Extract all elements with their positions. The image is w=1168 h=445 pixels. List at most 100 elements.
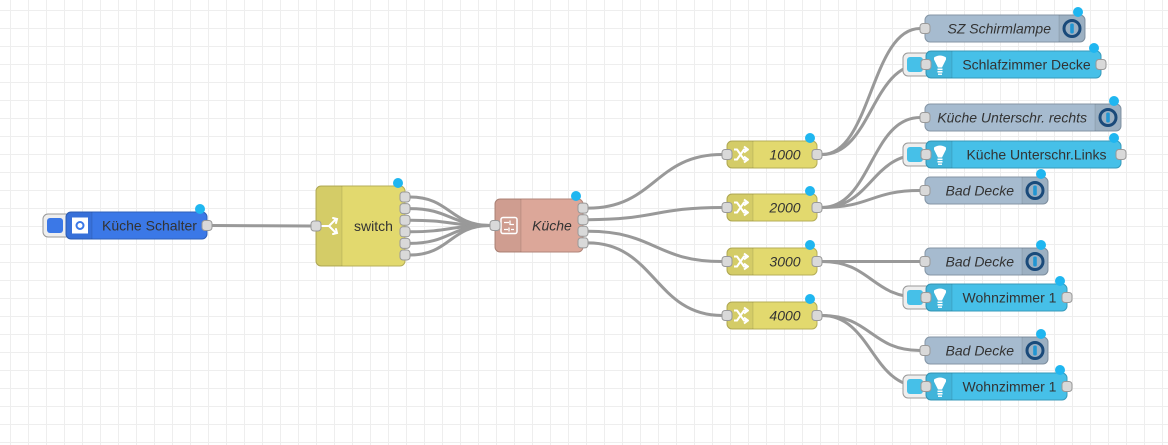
- output-port[interactable]: [1061, 381, 1073, 392]
- input-port[interactable]: [919, 256, 931, 267]
- changed-indicator-dot: [805, 240, 815, 250]
- input-port[interactable]: [919, 185, 931, 196]
- node-change[interactable]: 4000: [721, 294, 823, 330]
- node-label: switch: [354, 218, 393, 234]
- node-subflow[interactable]: Küche: [489, 191, 589, 253]
- output-port[interactable]: [399, 249, 411, 261]
- wire[interactable]: [821, 116, 921, 209]
- iobroker-icon: [1098, 108, 1118, 127]
- changed-indicator-dot: [195, 204, 205, 214]
- bulb-icon: [934, 55, 946, 75]
- output-port[interactable]: [201, 220, 213, 231]
- node-label: SZ Schirmlampe: [948, 21, 1052, 37]
- input-port[interactable]: [920, 59, 932, 70]
- output-port[interactable]: [399, 237, 411, 249]
- wire[interactable]: [211, 224, 312, 228]
- output-port[interactable]: [399, 203, 411, 215]
- node-switch[interactable]: switch: [310, 178, 411, 267]
- node-label: Küche: [532, 218, 572, 234]
- wire[interactable]: [821, 27, 921, 156]
- wire[interactable]: [587, 229, 723, 263]
- wire[interactable]: [821, 63, 922, 156]
- node-iobroker-out[interactable]: Bad Decke: [919, 169, 1049, 205]
- changed-indicator-dot: [1109, 96, 1119, 106]
- output-port[interactable]: [577, 225, 589, 237]
- node-iobroker-out[interactable]: Küche Unterschr. rechts: [919, 96, 1122, 132]
- changed-indicator-dot: [1055, 276, 1065, 286]
- node-label: Küche Unterschr.Links: [966, 147, 1106, 163]
- node-hue-light[interactable]: Schlafzimmer Decke: [902, 43, 1107, 79]
- input-port[interactable]: [919, 345, 931, 356]
- node-change[interactable]: 2000: [721, 186, 823, 222]
- input-port[interactable]: [721, 256, 733, 267]
- output-port[interactable]: [1115, 149, 1127, 160]
- wire[interactable]: [821, 314, 921, 352]
- input-port[interactable]: [721, 310, 733, 321]
- input-port[interactable]: [920, 292, 932, 303]
- output-port[interactable]: [577, 202, 589, 214]
- output-port[interactable]: [577, 214, 589, 226]
- node-label: Küche Schalter: [102, 218, 197, 234]
- node-label: 2000: [768, 200, 800, 216]
- input-port[interactable]: [721, 149, 733, 160]
- output-port[interactable]: [811, 149, 823, 160]
- node-hue-light[interactable]: Wohnzimmer 1: [902, 276, 1073, 312]
- input-port[interactable]: [919, 23, 931, 34]
- wire[interactable]: [587, 241, 723, 317]
- node-button[interactable]: [42, 213, 72, 238]
- node-change[interactable]: 1000: [721, 133, 823, 169]
- node-iobroker-out[interactable]: Bad Decke: [919, 240, 1049, 276]
- output-port[interactable]: [577, 237, 589, 249]
- wire[interactable]: [587, 153, 723, 210]
- input-port[interactable]: [919, 112, 931, 123]
- wire[interactable]: [821, 189, 921, 209]
- iobroker-icon: [1025, 341, 1045, 360]
- node-hue-light[interactable]: Küche Unterschr.Links: [902, 133, 1127, 169]
- node-label: Bad Decke: [946, 254, 1015, 270]
- node-button[interactable]: [902, 142, 932, 167]
- changed-indicator-dot: [1055, 365, 1065, 375]
- node-change[interactable]: 3000: [721, 240, 823, 276]
- changed-indicator-dot: [805, 294, 815, 304]
- node-button[interactable]: [902, 285, 932, 310]
- output-port[interactable]: [811, 310, 823, 321]
- subflow-icon: [500, 216, 518, 235]
- output-port[interactable]: [1095, 59, 1107, 70]
- node-button[interactable]: Küche Schalter: [42, 204, 213, 240]
- node-button[interactable]: [902, 374, 932, 399]
- output-port[interactable]: [399, 191, 411, 203]
- shuffle-icon: [734, 198, 749, 217]
- output-port[interactable]: [811, 256, 823, 267]
- node-iobroker-out[interactable]: SZ Schirmlampe: [919, 7, 1086, 43]
- output-port[interactable]: [1061, 292, 1073, 303]
- input-port[interactable]: [920, 149, 932, 160]
- wire[interactable]: [587, 206, 723, 222]
- output-port[interactable]: [399, 214, 411, 226]
- iobroker-icon: [1025, 252, 1045, 271]
- output-port[interactable]: [811, 202, 823, 213]
- circle-icon: [72, 217, 88, 234]
- input-port[interactable]: [721, 202, 733, 213]
- node-hue-light[interactable]: Wohnzimmer 1: [902, 365, 1073, 401]
- node-label: Schlafzimmer Decke: [962, 57, 1091, 73]
- output-port[interactable]: [399, 226, 411, 238]
- input-port[interactable]: [920, 381, 932, 392]
- node-label: Wohnzimmer 1: [963, 379, 1057, 395]
- node-label: Wohnzimmer 1: [963, 290, 1057, 306]
- changed-indicator-dot: [1036, 329, 1046, 339]
- input-port[interactable]: [310, 220, 322, 232]
- iobroker-icon: [1062, 19, 1082, 38]
- input-port[interactable]: [489, 220, 501, 231]
- changed-indicator-dot: [805, 186, 815, 196]
- node-button[interactable]: [902, 52, 932, 77]
- shuffle-icon: [734, 252, 749, 271]
- node-label: 1000: [769, 147, 800, 163]
- shuffle-icon: [734, 145, 749, 164]
- bulb-icon: [934, 145, 946, 165]
- changed-indicator-dot: [1109, 133, 1119, 143]
- node-iobroker-out[interactable]: Bad Decke: [919, 329, 1049, 365]
- wire[interactable]: [409, 224, 491, 257]
- changed-indicator-dot: [1089, 43, 1099, 53]
